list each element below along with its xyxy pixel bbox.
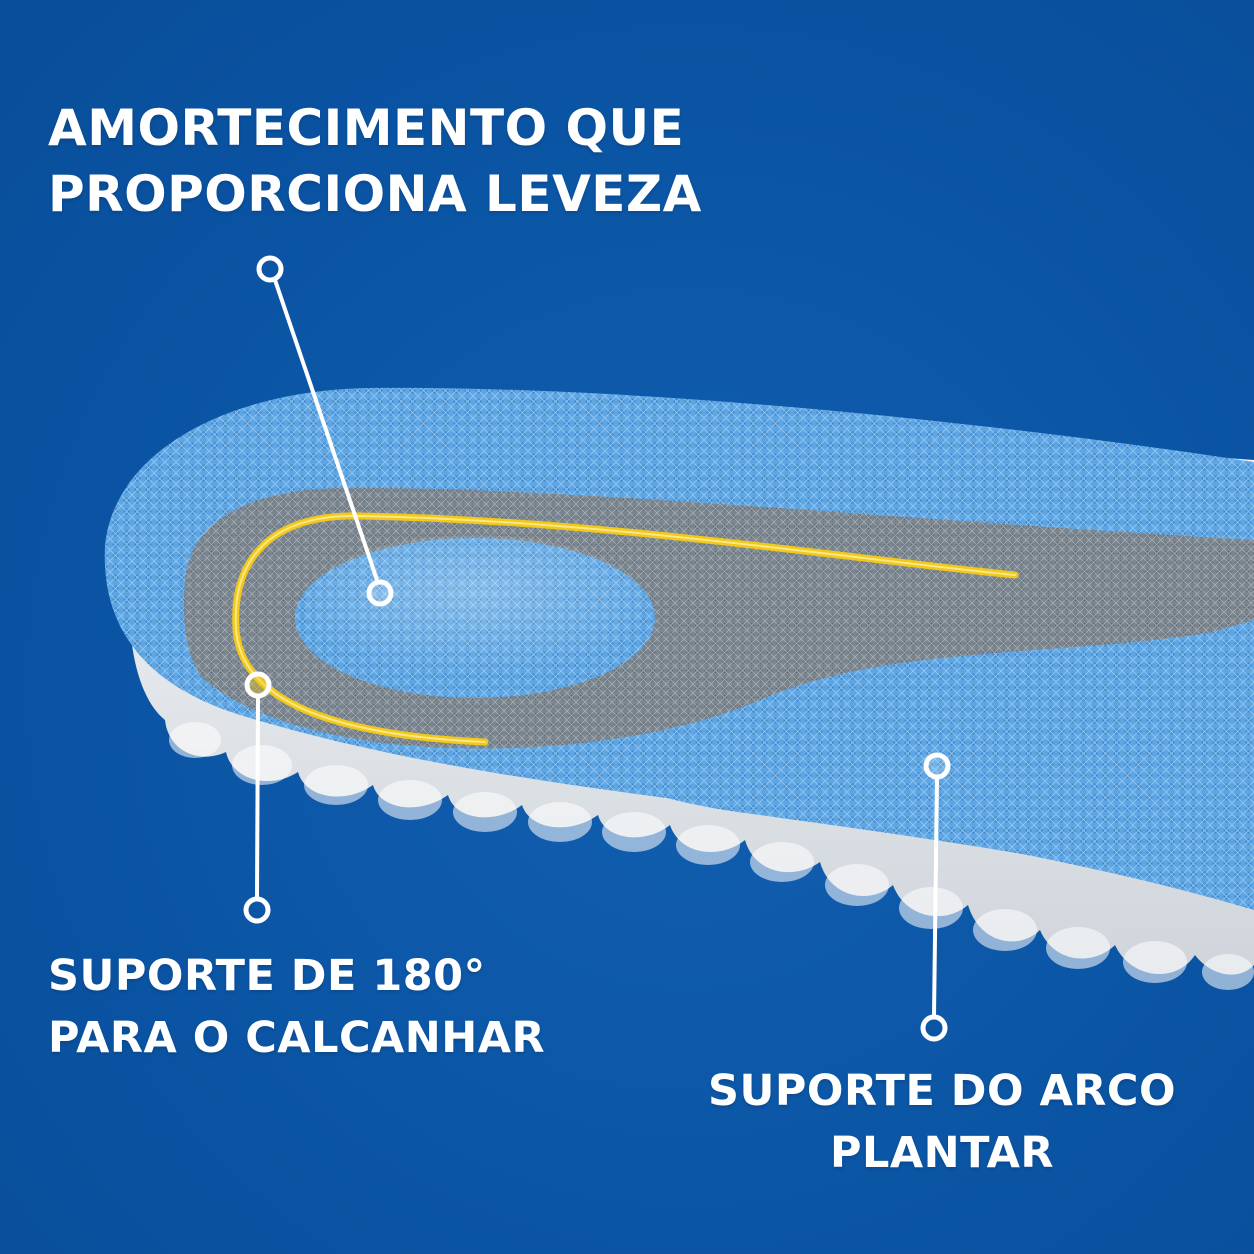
- callout-heel-support-line-1: SUPORTE DE 180°: [48, 951, 486, 1001]
- callout-arch-support-line-1: SUPORTE DO ARCO: [707, 1066, 1177, 1116]
- callout-cushioning-line-2: PROPORCIONA LEVEZA: [48, 165, 702, 223]
- callout-arch-support-leader: [920, 752, 951, 1042]
- callout-cushioning-line-1: AMORTECIMENTO QUE: [48, 99, 685, 157]
- callout-cushioning-leader: [256, 255, 394, 607]
- callout-arch-support-text: SUPORTE DO ARCO PLANTAR: [700, 1060, 1184, 1184]
- foam-bumps-highlight: [169, 722, 1254, 990]
- callout-heel-support-text: SUPORTE DE 180° PARA O CALCANHAR: [48, 945, 545, 1069]
- callout-cushioning-text: AMORTECIMENTO QUE PROPORCIONA LEVEZA: [48, 95, 702, 227]
- callout-arch-support-line-2: PLANTAR: [829, 1128, 1055, 1178]
- callout-heel-support-line-2: PARA O CALCANHAR: [48, 1013, 546, 1063]
- callout-heel-support-leader: [243, 671, 272, 924]
